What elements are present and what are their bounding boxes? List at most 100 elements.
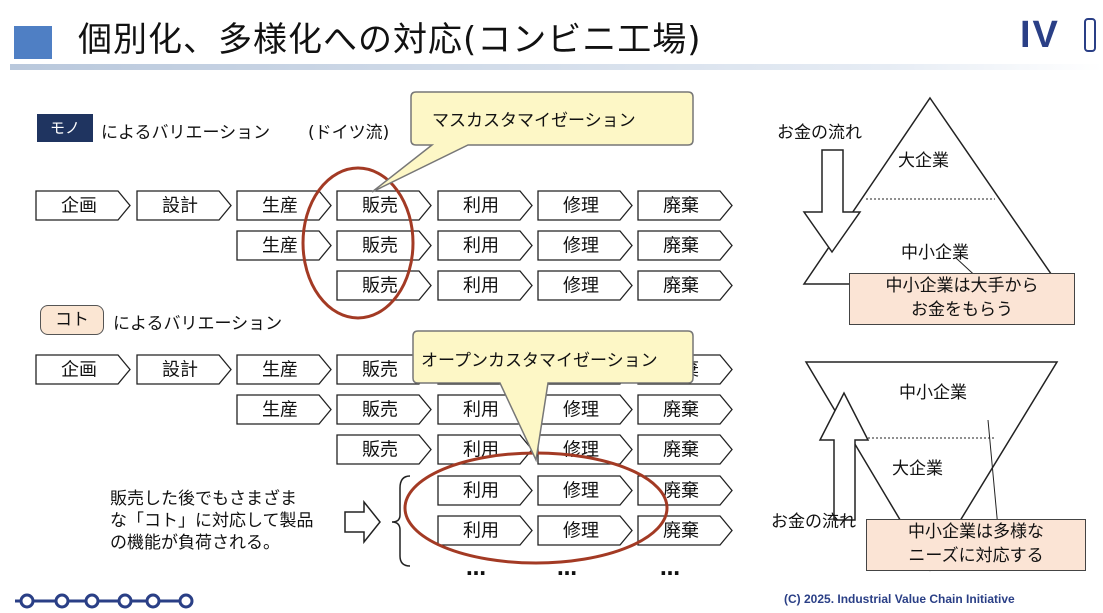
koto-row1-label-3: 生産: [262, 360, 298, 381]
mono-row1-chevron-1: [35, 190, 131, 221]
koto-row4-label-1: 利用: [463, 481, 499, 502]
koto-row5-chevron-2: [537, 515, 633, 546]
koto-note-line2: な「コト」に対応して製品: [110, 511, 314, 531]
koto-row4-chevron-1: [437, 475, 533, 506]
note-brace: [391, 475, 411, 567]
pyramid-bottom-box-line2: ニーズに対応する: [908, 546, 1044, 566]
koto-row4-label-2: 修理: [563, 481, 599, 502]
copyright-footer: (C) 2025. Industrial Value Chain Initiat…: [784, 592, 1015, 606]
ellipsis-3: …: [660, 556, 682, 580]
mono-row1-label-5: 利用: [463, 196, 499, 217]
koto-row3-chevron-2: [437, 434, 533, 465]
mono-row3-chevron-4: [637, 270, 733, 301]
mono-row2-chevron-2: [336, 230, 432, 261]
mono-highlight-circle: [301, 166, 415, 320]
money-flow-arrow-bottom: [818, 391, 870, 521]
koto-row3-chevron-1: [336, 434, 432, 465]
pyramid-top-small: 中小企業: [901, 243, 969, 263]
mono-row1-chevron-7: [637, 190, 733, 221]
mono-row3-label-2: 利用: [463, 276, 499, 297]
title-rule: [10, 64, 1103, 70]
mono-sub: (ドイツ流): [308, 123, 390, 143]
mono-callout: [371, 91, 694, 193]
koto-row2-label-4: 修理: [563, 400, 599, 421]
mono-row3-chevron-2: [437, 270, 533, 301]
koto-row5-chevron-1: [437, 515, 533, 546]
mono-callout-text: マスカスタマイゼーション: [432, 111, 636, 131]
koto-badge: コト: [40, 305, 104, 335]
koto-row5-label-3: 廃棄: [663, 521, 699, 542]
mono-row1-label-6: 修理: [563, 196, 599, 217]
mono-badge: モノ: [37, 114, 93, 142]
pyramid-bottom-big: 大企業: [892, 459, 943, 479]
mono-row1-label-4: 販売: [362, 196, 398, 217]
koto-callout-text: オープンカスタマイゼーション: [421, 351, 658, 371]
page-title: 個別化、多様化への対応(コンビニ工場): [78, 20, 702, 60]
koto-row4-label-3: 廃棄: [663, 481, 699, 502]
mono-row1-chevron-5: [437, 190, 533, 221]
mono-row2-label-4: 修理: [563, 236, 599, 257]
pyramid-bottom-box-line1: 中小企業は多様な: [908, 522, 1044, 542]
money-flow-arrow-top: [802, 149, 862, 254]
note-arrow: [344, 499, 381, 545]
pyramid-bottom-small: 中小企業: [899, 383, 967, 403]
mono-row2-label-5: 廃棄: [663, 236, 699, 257]
mono-row3-label-4: 廃棄: [663, 276, 699, 297]
ivi-logo-mark: [1084, 18, 1096, 52]
koto-row2-chevron-1: [236, 394, 332, 425]
pyramid-bottom: [804, 361, 1059, 572]
koto-row2-chevron-2: [336, 394, 432, 425]
ellipsis-2: …: [557, 556, 579, 580]
koto-row2-label-2: 販売: [362, 400, 398, 421]
koto-note-line3: の機能が負荷される。: [110, 533, 280, 553]
koto-row1-chevron-3: [236, 354, 332, 385]
mono-row1-chevron-2: [136, 190, 232, 221]
ivi-logo: IV: [1020, 14, 1060, 56]
koto-highlight-circle: [403, 451, 669, 565]
pyramid-top-big: 大企業: [898, 151, 949, 171]
money-flow-bottom: お金の流れ: [771, 512, 856, 532]
mono-row1-label-1: 企画: [61, 196, 97, 217]
koto-row2-label-1: 生産: [262, 400, 298, 421]
koto-row5-label-2: 修理: [563, 521, 599, 542]
koto-row4-chevron-3: [637, 475, 733, 506]
koto-callout: [412, 330, 694, 463]
koto-row2-label-3: 利用: [463, 400, 499, 421]
koto-note: 販売した後でもさまざま な「コト」に対応して製品 の機能が負荷される。: [110, 488, 314, 554]
pyramid-top-box: 中小企業は大手から お金をもらう: [849, 273, 1075, 325]
ellipsis-1: …: [466, 556, 488, 580]
mono-label: によるバリエーション: [101, 123, 271, 143]
koto-note-line1: 販売した後でもさまざま: [110, 489, 297, 509]
pyramid-top-box-line2: お金をもらう: [911, 300, 1013, 320]
koto-row5-label-1: 利用: [463, 521, 499, 542]
pyramid-top-box-line1: 中小企業は大手から: [885, 276, 1039, 296]
mono-row2-label-3: 利用: [463, 236, 499, 257]
koto-row2-label-5: 廃棄: [663, 400, 699, 421]
mono-row3-label-1: 販売: [362, 276, 398, 297]
mono-row1-chevron-6: [537, 190, 633, 221]
mono-row1-label-7: 廃棄: [663, 196, 699, 217]
koto-row1-chevron-2: [136, 354, 232, 385]
mono-row2-chevron-3: [437, 230, 533, 261]
mono-row3-chevron-3: [537, 270, 633, 301]
footer-chain-icon: [15, 593, 194, 609]
mono-row3-label-3: 修理: [563, 276, 599, 297]
koto-row3-label-4: 廃棄: [663, 440, 699, 461]
mono-row1-label-3: 生産: [262, 196, 298, 217]
koto-row4-chevron-2: [537, 475, 633, 506]
koto-row1-label-2: 設計: [162, 360, 198, 381]
mono-row2-chevron-1: [236, 230, 332, 261]
koto-row3-label-1: 販売: [362, 440, 398, 461]
title-square: [14, 26, 52, 59]
mono-row2-label-1: 生産: [262, 236, 298, 257]
koto-row2-chevron-5: [637, 394, 733, 425]
koto-row1-label-1: 企画: [61, 360, 97, 381]
koto-row1-chevron-1: [35, 354, 131, 385]
mono-row1-label-2: 設計: [162, 196, 198, 217]
koto-row1-label-4: 販売: [362, 360, 398, 381]
money-flow-top: お金の流れ: [777, 123, 862, 143]
mono-row2-chevron-4: [537, 230, 633, 261]
koto-row3-chevron-3: [537, 434, 633, 465]
pyramid-bottom-box: 中小企業は多様な ニーズに対応する: [866, 519, 1086, 571]
